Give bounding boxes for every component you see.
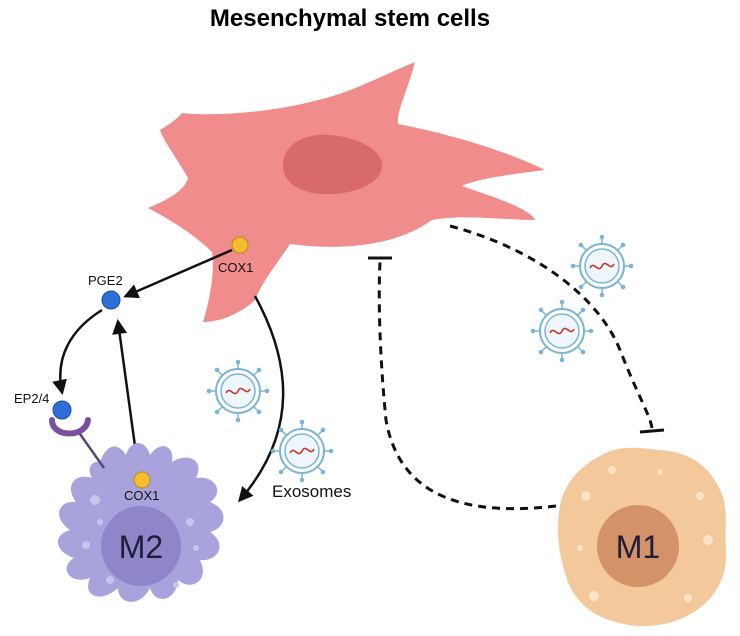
cox1-m2-label: COX1: [124, 488, 159, 503]
m1-macrophage: [558, 447, 727, 627]
inhibit-msc-to-m1: [449, 224, 654, 429]
m2-vesicles: [82, 495, 199, 588]
inhibit-m1-to-msc: [377, 261, 557, 511]
arrow-msc-to-m2: [238, 295, 285, 503]
arrow-pge2-to-ep24: [52, 308, 103, 395]
cox1-enzyme-icon: [231, 236, 249, 254]
exosome-icon: [205, 358, 271, 424]
pge2-molecule-icon: [101, 290, 121, 310]
mesenchymal-stem-cell: [148, 62, 545, 322]
cox1-m2-icon: [133, 471, 151, 489]
inhibit-bar-m1: [639, 428, 665, 434]
pge2-bound-icon: [52, 400, 72, 420]
cox1-msc-label: COX1: [218, 260, 253, 275]
m2-label: M2: [119, 529, 163, 565]
exosome-icon: [569, 233, 635, 299]
m2-nucleus: [101, 506, 181, 586]
pge2-label: PGE2: [88, 273, 123, 288]
exosome-icon: [529, 298, 595, 364]
exosome-icon: [269, 418, 335, 484]
ep24-label: EP2/4: [14, 391, 49, 406]
arrow-cox1-to-pge2: [123, 248, 233, 299]
m2-macrophage: [58, 442, 224, 602]
msc-nucleus: [282, 134, 383, 195]
diagram-title: Mesenchymal stem cells: [210, 5, 490, 32]
m1-vesicles: [577, 466, 713, 602]
exosomes-label: Exosomes: [272, 482, 351, 501]
m1-nucleus: [597, 505, 679, 587]
m1-label: M1: [616, 529, 660, 565]
ep24-receptor-icon: [49, 417, 106, 469]
